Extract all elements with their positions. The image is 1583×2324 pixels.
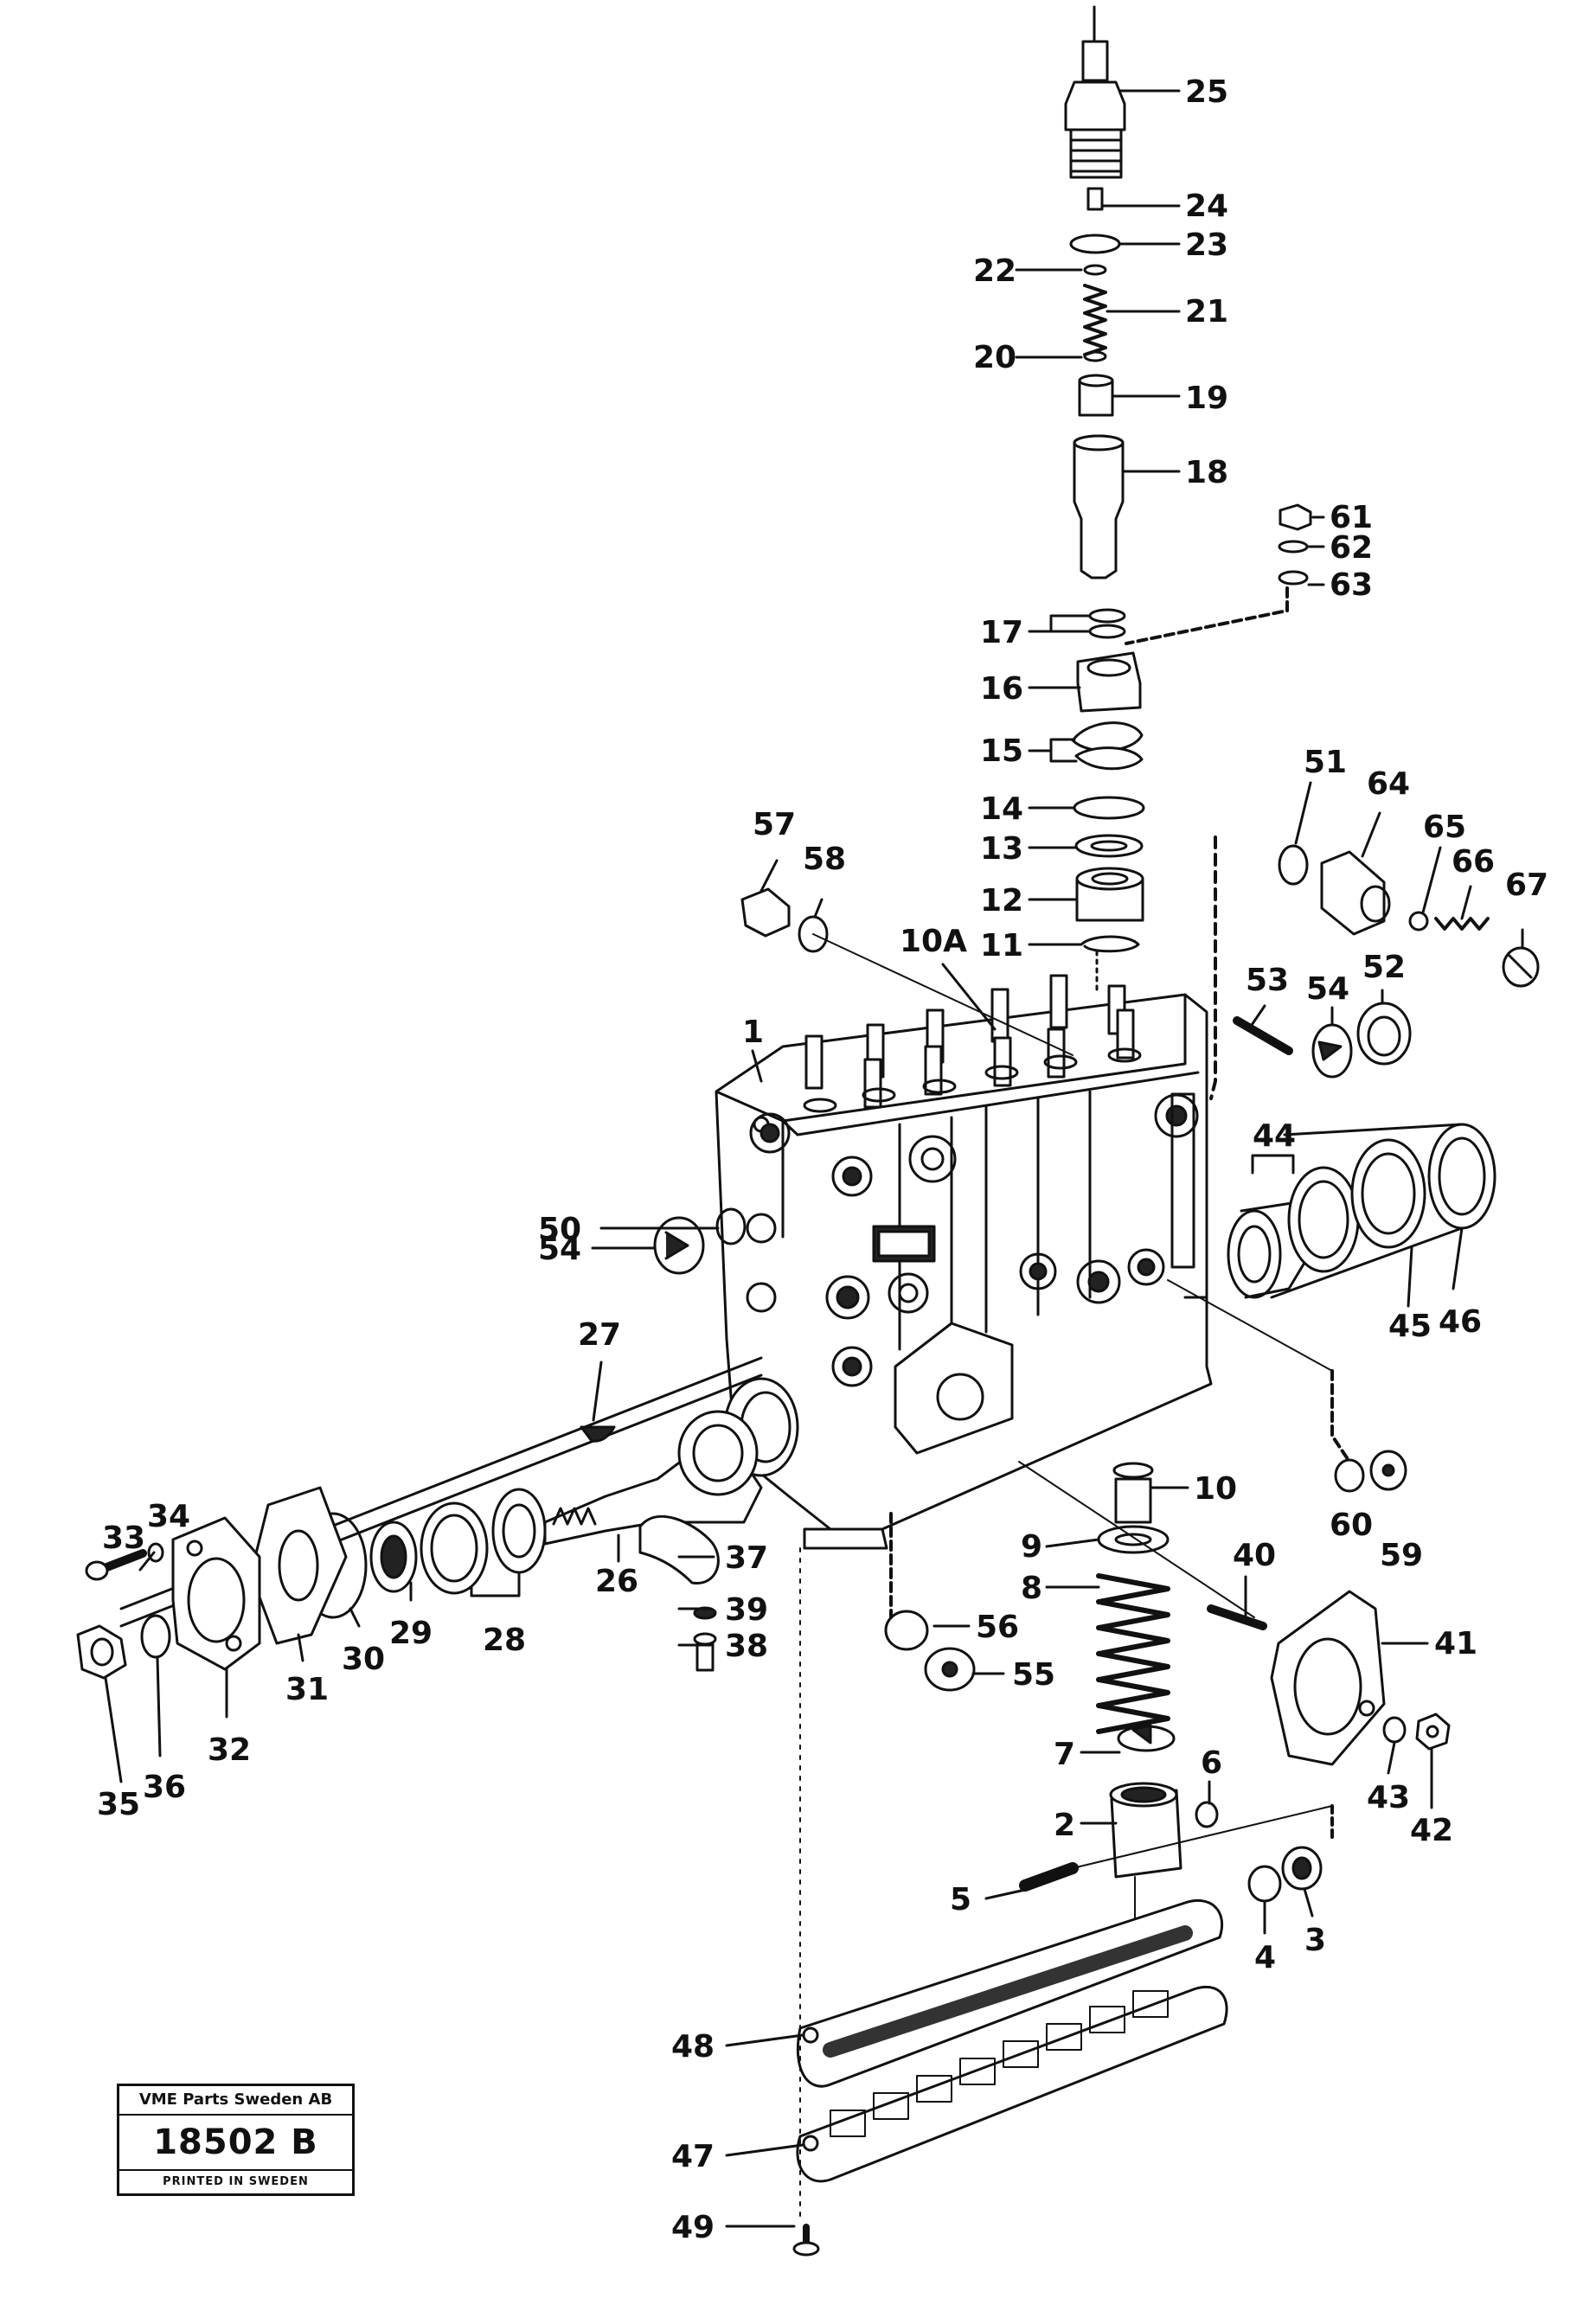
callout-11: 11	[980, 928, 1023, 964]
callout-labels: 25 24 23 22 21 20 19 18 61 62 63 17 16 1…	[97, 74, 1548, 2245]
callout-58: 58	[803, 842, 846, 877]
plugs-55-60	[884, 1279, 1407, 1692]
callout-43: 43	[1367, 1780, 1410, 1815]
callout-56: 56	[976, 1610, 1019, 1645]
callout-23: 23	[1185, 227, 1228, 263]
callout-39: 39	[725, 1592, 768, 1628]
governor-parts	[1209, 835, 1540, 1299]
callout-42: 42	[1410, 1813, 1453, 1848]
callout-64: 64	[1367, 766, 1410, 802]
callout-60: 60	[1330, 1508, 1373, 1543]
callout-18: 18	[1185, 455, 1228, 490]
callout-54-right: 54	[1306, 971, 1349, 1007]
callout-41: 41	[1434, 1626, 1477, 1661]
callout-38: 38	[725, 1629, 768, 1664]
callout-6: 6	[1201, 1745, 1222, 1781]
callout-40: 40	[1233, 1538, 1276, 1573]
callout-63: 63	[1330, 567, 1373, 603]
callout-10A: 10A	[900, 924, 967, 959]
callout-46: 46	[1439, 1304, 1482, 1340]
callout-15: 15	[980, 733, 1023, 769]
callout-52: 52	[1362, 950, 1406, 985]
callout-36: 36	[143, 1770, 186, 1805]
callout-9: 9	[1021, 1529, 1042, 1565]
callout-25: 25	[1185, 74, 1228, 110]
callout-59: 59	[1380, 1538, 1423, 1573]
callout-27: 27	[578, 1317, 621, 1353]
callout-34: 34	[147, 1499, 190, 1534]
stamp-company-name: VME Parts Sweden AB	[119, 2086, 352, 2116]
plug-57-58	[740, 887, 1073, 1056]
callout-66: 66	[1452, 844, 1495, 880]
nut-washer-group-61-63	[1125, 503, 1312, 645]
callout-57: 57	[753, 807, 796, 842]
stamp-diagram-number: 18502 B	[153, 2122, 318, 2162]
callout-8: 8	[1021, 1571, 1042, 1606]
callout-17: 17	[980, 615, 1023, 650]
callout-5: 5	[950, 1882, 971, 1917]
callout-65: 65	[1423, 810, 1466, 845]
callout-3: 3	[1304, 1923, 1326, 1958]
camshaft-group	[76, 1356, 763, 1680]
stamp-printed-in: PRINTED IN SWEDEN	[119, 2169, 352, 2193]
callout-12: 12	[980, 883, 1023, 919]
callout-30: 30	[342, 1642, 385, 1677]
callout-50: 50	[538, 1212, 581, 1247]
callout-26: 26	[595, 1564, 638, 1599]
callout-4: 4	[1254, 1940, 1276, 1975]
publisher-stamp: VME Parts Sweden AB 18502 B PRINTED IN S…	[117, 2084, 355, 2196]
callout-67: 67	[1505, 867, 1548, 903]
callout-55: 55	[1012, 1657, 1055, 1693]
callout-33: 33	[102, 1521, 145, 1556]
callout-31: 31	[285, 1672, 329, 1707]
callout-1: 1	[742, 1015, 764, 1050]
tappet-column	[1019, 1462, 1334, 1947]
callout-22: 22	[973, 253, 1016, 289]
flange-group-40-43	[1018, 1461, 1451, 1766]
callout-14: 14	[980, 791, 1023, 827]
pump-housing	[715, 974, 1213, 1550]
callout-35: 35	[97, 1787, 140, 1822]
callout-54-left: 54	[538, 1232, 581, 1267]
callout-24: 24	[1185, 189, 1228, 224]
callout-10: 10	[1194, 1471, 1237, 1507]
callout-37: 37	[725, 1540, 768, 1576]
callout-62: 62	[1330, 530, 1373, 566]
injector-stack	[1064, 5, 1145, 996]
callout-49: 49	[671, 2210, 715, 2245]
callout-13: 13	[980, 831, 1023, 867]
callout-45: 45	[1388, 1309, 1432, 1344]
callout-28: 28	[483, 1623, 526, 1658]
callout-32: 32	[208, 1732, 251, 1768]
callout-51: 51	[1304, 745, 1347, 780]
callout-20: 20	[973, 340, 1016, 375]
callout-19: 19	[1185, 381, 1228, 416]
bottom-covers	[792, 1547, 1228, 2257]
callout-21: 21	[1185, 294, 1228, 330]
callout-44: 44	[1253, 1118, 1296, 1154]
callout-7: 7	[1054, 1737, 1075, 1772]
callout-2: 2	[1054, 1808, 1075, 1843]
callout-53: 53	[1246, 963, 1289, 998]
callout-48: 48	[671, 2029, 715, 2065]
leader-lines	[104, 89, 1524, 2228]
callout-29: 29	[389, 1616, 433, 1651]
left-side-parts	[653, 1112, 791, 1275]
callout-47: 47	[671, 2139, 715, 2174]
callout-16: 16	[980, 671, 1023, 707]
callout-61: 61	[1330, 500, 1373, 535]
